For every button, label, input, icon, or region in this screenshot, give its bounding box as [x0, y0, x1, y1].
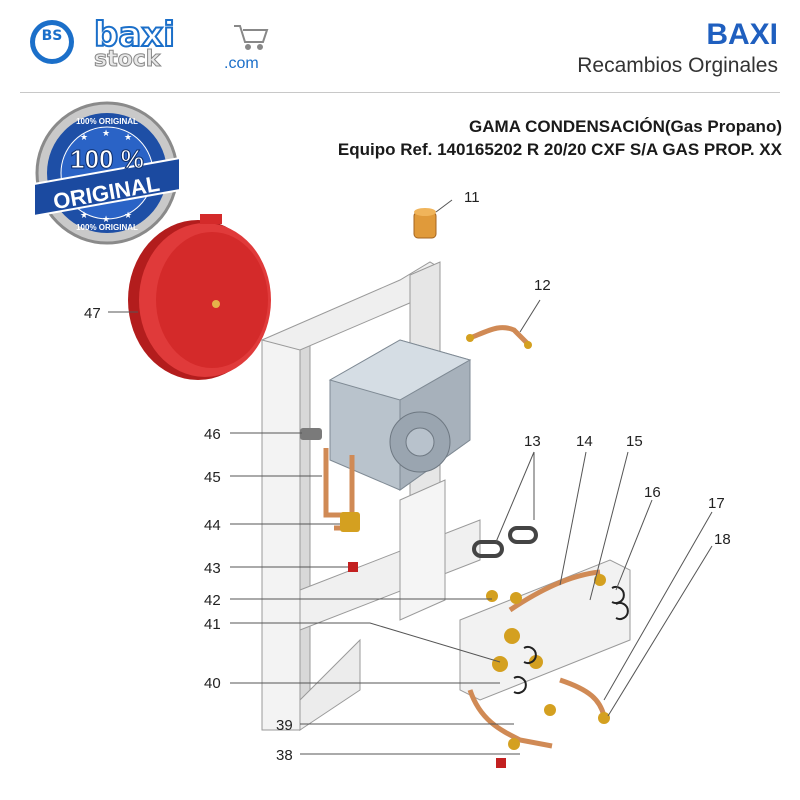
part-12-fitting-end: [524, 341, 532, 349]
logo-mark-text: BS: [42, 28, 63, 44]
part-43-valve: [348, 562, 358, 572]
callout-12: 12: [534, 277, 551, 294]
callout-11: 11: [464, 189, 480, 206]
callout-41: 41: [204, 616, 221, 633]
seal-ring-text: 100% ORIGINAL: [76, 117, 138, 126]
svg-text:★: ★: [80, 132, 88, 142]
svg-text:★: ★: [80, 210, 88, 220]
seal-ring-text-bottom: 100% ORIGINAL: [76, 223, 138, 232]
original-seal: 100% ORIGINAL 100% ORIGINAL 100 % ORIGIN…: [33, 101, 181, 245]
part-13-gaskets: [472, 526, 538, 558]
logo-word-2: stock: [94, 47, 162, 72]
part-valve-bottom: [496, 758, 506, 768]
cart-icon: [234, 25, 269, 50]
callout-15: 15: [626, 433, 643, 450]
logo-word: baxi: [94, 15, 175, 55]
equipment-reference: Equipo Ref. 140165202 R 20/20 CXF S/A GA…: [337, 140, 782, 159]
logo-domain: .com: [224, 55, 259, 72]
page-subtitle: Recambios Orginales: [577, 54, 778, 77]
hydraulic-group: [459, 559, 631, 750]
brand-name: BAXI: [706, 18, 778, 51]
part-11-cap: [413, 208, 437, 239]
svg-text:★: ★: [124, 132, 132, 142]
callout-46: 46: [204, 426, 221, 443]
part-12-pipe: [469, 325, 530, 346]
logo-mark: BS baxi stock .com: [30, 14, 269, 73]
part-44-fitting: [340, 512, 360, 532]
svg-text:★: ★: [102, 214, 110, 224]
callout-45: 45: [204, 469, 221, 486]
callout-16: 16: [644, 484, 661, 501]
callout-labels: 11 12 13 14 15 16 17 18 38 39 40 41 42 4…: [84, 189, 731, 764]
expansion-vessel: [128, 214, 271, 380]
product-range: GAMA CONDENSACIÓN(Gas Propano): [469, 117, 782, 136]
callout-43: 43: [204, 560, 221, 577]
svg-text:★: ★: [102, 128, 110, 138]
baxistock-logo: BS baxi stock .com: [28, 14, 288, 76]
callout-18: 18: [714, 531, 731, 548]
callout-17: 17: [708, 495, 725, 512]
callout-42: 42: [204, 592, 221, 609]
part-46-clip: [300, 428, 322, 440]
seal-ribbon: [33, 156, 181, 218]
callout-39: 39: [276, 717, 293, 734]
heat-exchanger: [328, 339, 472, 491]
part-12-fitting: [466, 334, 474, 342]
callout-14: 14: [576, 433, 593, 450]
seal-percent: 100 %: [70, 144, 144, 174]
callout-44: 44: [204, 517, 221, 534]
svg-text:★: ★: [124, 210, 132, 220]
divider: [20, 92, 780, 93]
leader-lines: [108, 199, 713, 755]
callout-13: 13: [524, 433, 541, 450]
callout-38: 38: [276, 747, 293, 764]
callout-47: 47: [84, 305, 101, 322]
boiler-frame: [260, 261, 481, 732]
callout-40: 40: [204, 675, 221, 692]
star-icon: ★ ★ ★ ★ ★ ★: [80, 128, 132, 224]
